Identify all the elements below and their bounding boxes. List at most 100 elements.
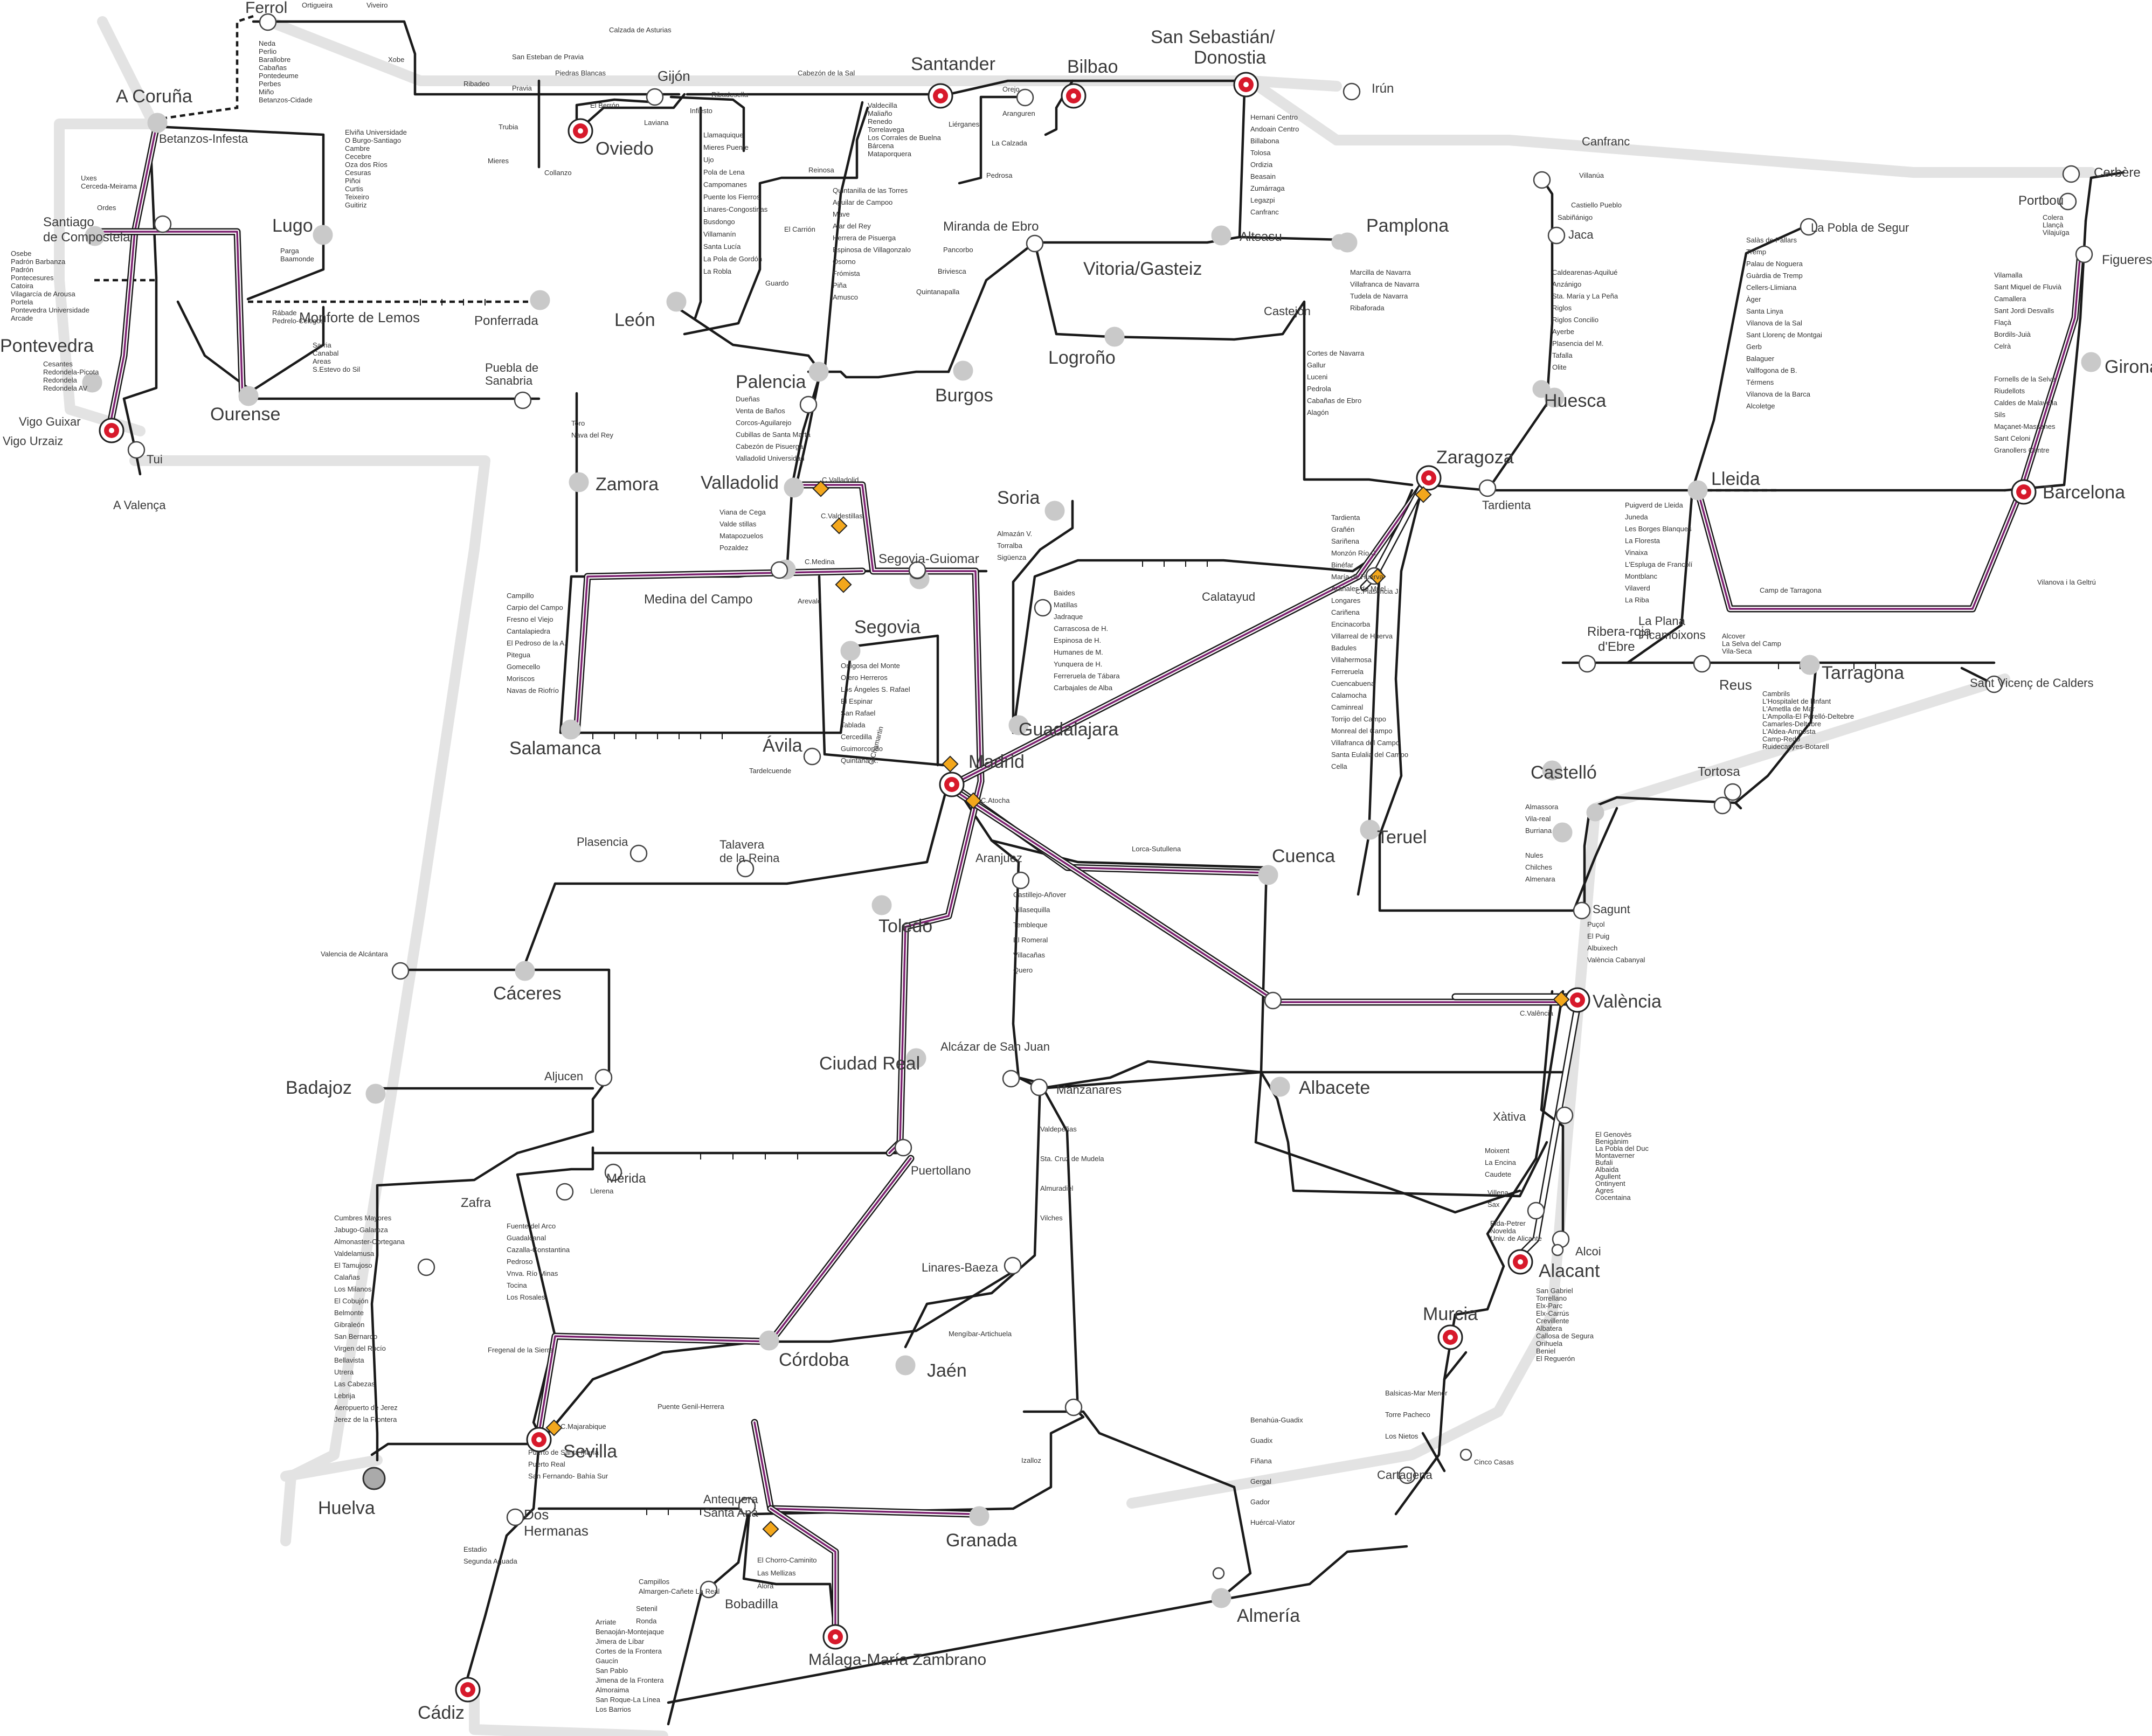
svg-text:Manzanares: Manzanares <box>1056 1083 1122 1096</box>
station-label: Flaçà <box>1994 318 2012 327</box>
svg-text:Almería: Almería <box>1237 1606 1300 1626</box>
station-label: Viveiro <box>366 1 388 9</box>
station-label: Calzada de Asturias <box>609 26 672 34</box>
svg-text:Tui: Tui <box>147 453 163 466</box>
station-label: Carbajales de Alba <box>1054 684 1113 692</box>
station-label: Perbes <box>259 80 281 88</box>
station-label: Villacañas <box>1013 951 1046 959</box>
station-label: Torrijo del Campo <box>1331 715 1386 723</box>
svg-text:Puertollano: Puertollano <box>911 1164 971 1177</box>
svg-text:Altsasu: Altsasu <box>1240 230 1282 244</box>
station-label: Herrera de Pisuerga <box>833 234 896 242</box>
station-label: Estadio <box>463 1545 487 1553</box>
station-label: Àger <box>1746 295 1761 303</box>
svg-text:Miranda de Ebro: Miranda de Ebro <box>943 219 1039 234</box>
station-label: Nules <box>1525 851 1544 859</box>
station-label: Arevalo <box>798 597 821 605</box>
station-label: Redondela <box>43 376 78 384</box>
station-label: El Carrión <box>784 225 815 233</box>
station-label: Pitegua <box>507 651 531 659</box>
svg-text:Plasencia: Plasencia <box>577 835 628 849</box>
svg-text:C.Atocha: C.Atocha <box>981 796 1010 804</box>
station-label: Badules <box>1331 644 1357 652</box>
station-label: Pravia <box>512 84 532 92</box>
label-vigo-urzaiz: Vigo Urzaiz <box>3 434 63 448</box>
station-label: Hernani Centro <box>1250 113 1298 121</box>
station-label: Carpio del Campo <box>507 603 563 612</box>
hub-marker <box>1437 1324 1463 1350</box>
station-label: Camp-Redó <box>1762 735 1800 743</box>
station-ticks <box>420 299 1876 1515</box>
station-label: Orihuela <box>1536 1339 1563 1348</box>
station-label: Otero Herreros <box>841 673 888 682</box>
station-label: Cumbres Mayores <box>334 1214 392 1222</box>
station-label: Vallfogona de B. <box>1746 366 1797 374</box>
svg-text:Picamoixons: Picamoixons <box>1638 628 1706 642</box>
svg-text:C.Plasencia J.: C.Plasencia J. <box>1355 587 1400 595</box>
station-label: Canabal <box>313 349 339 357</box>
svg-text:Lleida: Lleida <box>1711 469 1760 489</box>
svg-text:Santa Ana: Santa Ana <box>703 1506 758 1519</box>
svg-text:de la Reina: de la Reina <box>719 851 780 865</box>
station-label: Toro <box>571 419 585 427</box>
station-label: Cazalla-Constantina <box>507 1246 570 1254</box>
station-label: Vila-real <box>1525 815 1551 823</box>
station-label: Belmonte <box>334 1309 364 1317</box>
station-label: Beniel <box>1536 1347 1555 1355</box>
svg-text:Figueres: Figueres <box>2102 253 2152 267</box>
station-label: Ortigueira <box>302 1 333 9</box>
station-label: Puerto de Santa María <box>528 1448 599 1456</box>
svg-text:Zafra: Zafra <box>461 1196 492 1210</box>
svg-text:Ribera-roja: Ribera-roja <box>1587 624 1651 639</box>
station-label: La Calzada <box>992 139 1028 147</box>
station-label: Vilanova i la Geltrú <box>2037 578 2096 586</box>
station-label: Granollers Centre <box>1994 446 2050 454</box>
svg-text:La Pobla de Segur: La Pobla de Segur <box>1811 221 1909 234</box>
label-zaragoza: Zaragoza <box>1436 447 1514 468</box>
svg-text:C.Valladolid: C.Valladolid <box>822 476 859 484</box>
station-label: Fornells de la Selva <box>1994 375 2056 383</box>
station-label: Villarreal de Huerva <box>1331 632 1393 640</box>
svg-text:Hermanas: Hermanas <box>524 1523 589 1539</box>
station-label: Crevillente <box>1536 1317 1569 1325</box>
station-label: Jimera de Líbar <box>596 1637 645 1645</box>
svg-text:Jaén: Jaén <box>927 1360 967 1381</box>
station-label: Villanúa <box>1579 171 1604 179</box>
station-label: L'Aldea-Amposta <box>1762 727 1816 735</box>
station-label: Betanzos-Cidade <box>259 96 313 104</box>
station-label: Villafranca de Navarra <box>1350 280 1420 288</box>
station-label: Almazán V. <box>997 530 1032 538</box>
station-label: Aranguren <box>1002 109 1035 117</box>
svg-text:Cartagena: Cartagena <box>1377 1468 1433 1482</box>
hub-marker <box>822 1624 848 1650</box>
station-label: Sarria <box>313 341 331 349</box>
station-label: Vilanova de la Sal <box>1746 319 1802 327</box>
svg-text:Canfranc: Canfranc <box>1582 135 1630 148</box>
station-label: Vilagarcía de Arousa <box>11 290 75 298</box>
station-label: Quintana R. <box>841 756 878 765</box>
station-label: Cesantes <box>43 360 73 368</box>
station-label: Andoain Centro <box>1250 125 1299 133</box>
svg-text:Vitoria/Gasteiz: Vitoria/Gasteiz <box>1083 259 1202 279</box>
svg-text:Sant Vicenç de Calders: Sant Vicenç de Calders <box>1970 676 2094 690</box>
station-label: La Selva del Camp <box>1722 640 1781 648</box>
station-label: Villahermosa <box>1331 656 1372 664</box>
station-label: Campillo <box>507 592 534 600</box>
station-label: La Pola de Gordón <box>703 255 762 263</box>
station-label: Univ. de Alicante <box>1490 1234 1542 1242</box>
svg-text:Linares-Baeza: Linares-Baeza <box>922 1261 999 1274</box>
station-label: Piña <box>833 281 847 289</box>
station-label: Vnva. Río Minas <box>507 1269 558 1277</box>
station-label: Ontinyent <box>1595 1179 1625 1188</box>
svg-text:Albacete: Albacete <box>1299 1078 1370 1098</box>
svg-text:Castelló: Castelló <box>1531 762 1597 783</box>
station-label: Neda <box>259 39 276 47</box>
station-label: Puçol <box>1587 920 1605 928</box>
station-label: Novelda <box>1490 1227 1516 1235</box>
station-label: Sigüenza <box>997 553 1027 561</box>
svg-text:Antequera: Antequera <box>703 1492 758 1506</box>
svg-text:Vigo Guixar: Vigo Guixar <box>19 415 81 428</box>
label-donostia: Donostia <box>1194 47 1266 68</box>
station-label: Setenil <box>636 1605 658 1613</box>
station-label: Pedrosa <box>986 171 1013 179</box>
